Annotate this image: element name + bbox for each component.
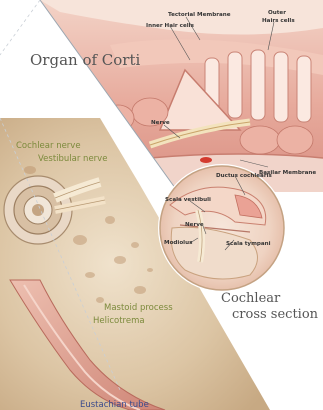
cochlear-cross-section-title-line1: Cochlear [221, 291, 281, 306]
inner-hair-cells-label: Inner Hair cells [146, 23, 195, 29]
mastoid-process-label: Mastoid process [104, 303, 173, 313]
corti-nerve-label: Nerve [151, 120, 170, 126]
outer-hair-cells-label-line2: Hairs cells [262, 18, 295, 24]
cochlear-nerve-label: Cochlear nerve [16, 141, 81, 151]
cross-section-nerve-label: Nerve [185, 222, 204, 228]
guide-line [0, 0, 40, 55]
eustachian-tube-label: Eustachian tube [80, 400, 149, 410]
vestibular-nerve-label: Vestibular nerve [38, 154, 107, 164]
outer-hair-cells-label-line1: Outer [268, 10, 286, 16]
helicotrema-label: Helicotrema [93, 316, 145, 326]
organ-of-corti-title: Organ of Corti [30, 51, 140, 69]
cochlear-cross-section [158, 164, 286, 292]
tectorial-membrane-label: Tectorial Membrane [168, 12, 231, 18]
scala-tympani-label: Scala tympani [226, 241, 271, 247]
cochlear-cross-section-title-line2: cross section [232, 307, 319, 322]
ductus-cochlearis-label: Ductus cochlearis [216, 173, 272, 179]
scala-vestibuli-label: Scala vestibuli [165, 197, 211, 203]
modiolus-label: Modiolus [164, 240, 193, 246]
